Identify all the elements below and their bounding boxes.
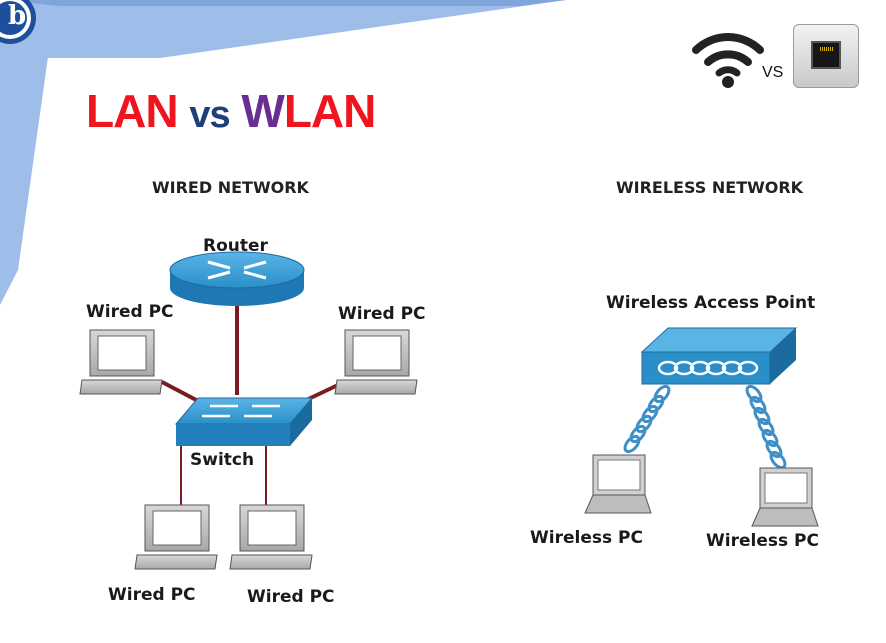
wifi-icon — [692, 33, 764, 88]
title-w: W — [241, 85, 284, 137]
vs-label: VS — [762, 64, 784, 81]
wireless-pc-right-label: Wireless PC — [706, 531, 819, 551]
wired-pc-right-icon — [334, 329, 418, 395]
ib-logo-icon — [0, 0, 36, 44]
switch-icon — [174, 397, 314, 446]
router-icon — [169, 251, 305, 306]
title-vs: vs — [189, 94, 230, 136]
title-lan: LAN — [86, 85, 179, 137]
title-lan-suffix: LAN — [283, 85, 377, 137]
wired-pc-left-icon — [79, 329, 163, 395]
ib-logo-letter: b — [8, 1, 27, 31]
wireless-pc-left-label: Wireless PC — [530, 528, 643, 548]
wired-heading: WIRED NETWORK — [152, 178, 309, 197]
wireless-pc-left-icon — [584, 454, 652, 514]
wired-pc-left-label: Wired PC — [86, 302, 174, 322]
wired-pc-bottom-right-label: Wired PC — [247, 587, 335, 607]
wireless-signal-right — [745, 384, 787, 470]
router-label: Router — [203, 236, 268, 256]
ethernet-port-icon — [793, 24, 859, 88]
access-point-label: Wireless Access Point — [606, 293, 816, 313]
wireless-pc-right-icon — [751, 467, 819, 527]
wireless-signal-left — [623, 384, 671, 454]
access-point-icon — [640, 327, 798, 385]
page-title: LAN vs WLAN — [86, 84, 377, 138]
wired-pc-right-label: Wired PC — [338, 304, 426, 324]
switch-label: Switch — [190, 450, 255, 470]
wired-pc-bottom-right-icon — [229, 504, 313, 570]
wired-pc-bottom-left-label: Wired PC — [108, 585, 196, 605]
wireless-heading: WIRELESS NETWORK — [616, 178, 804, 197]
wired-pc-bottom-left-icon — [134, 504, 218, 570]
